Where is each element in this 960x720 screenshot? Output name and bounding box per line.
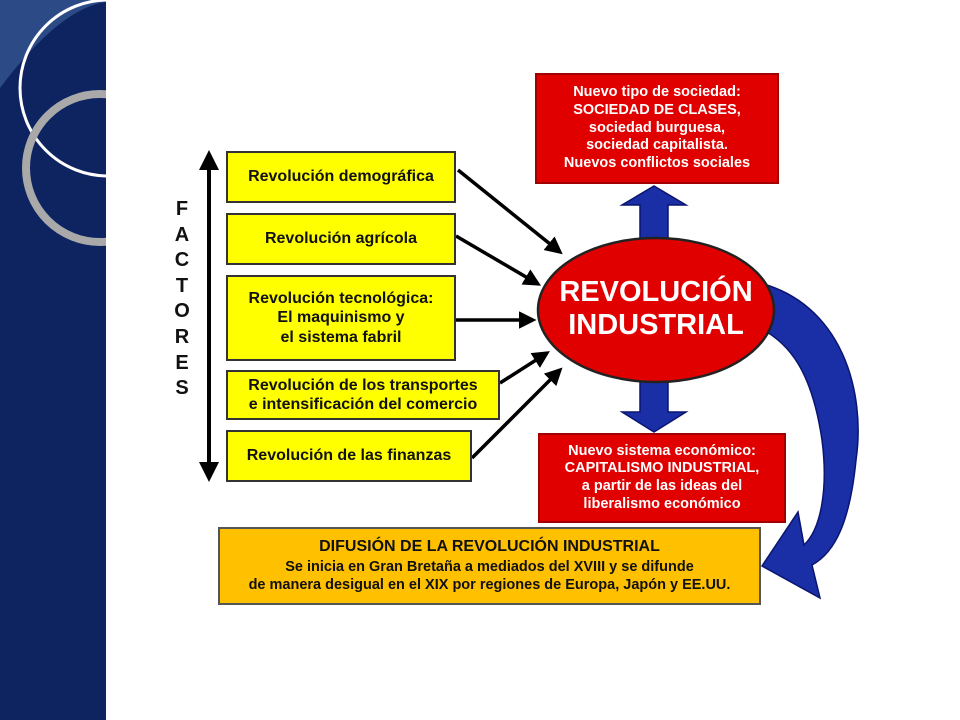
core-revolucion-industrial: REVOLUCIÓN INDUSTRIAL [538,238,774,380]
factores-letter: T [175,274,189,297]
factores-letter: O [174,300,190,323]
factores-letter: R [174,325,190,348]
factores-letter: S [175,377,189,400]
sidebar-corner-shape [0,0,106,88]
economy-text-line: liberalismo económico [583,495,741,512]
factores-arrow-down-head [199,462,219,482]
factor-text-line: Revolución agrícola [264,230,418,248]
economy-text-line: Nuevo sistema económico: [568,442,756,459]
factor-box-transportes: Revolución de los transportes e intensif… [226,370,500,420]
economy-text-line: a partir de las ideas del [581,478,743,494]
factores-letter: E [175,351,189,374]
arrow-transportes-to-core [499,351,550,385]
sidebar-white-ring [18,0,106,178]
factores-letter: F [175,198,189,220]
diffusion-text-line: Se inicia en Gran Bretaña a mediados del… [285,558,694,575]
result-box-economy: Nuevo sistema económico: CAPITALISMO IND… [538,433,786,523]
diffusion-box: DIFUSIÓN DE LA REVOLUCIÓN INDUSTRIAL Se … [218,527,761,605]
factor-text-line: Revolución demográfica [248,168,434,186]
factor-box-finanzas: Revolución de las finanzas [226,430,472,482]
sidebar-circles-graphic [0,0,106,246]
factores-vertical-label: F A C T O R E S [172,197,192,402]
factor-text-line: el sistema fabril [280,328,402,346]
factor-text-line: e intensificación del comercio [248,396,478,413]
result-box-society: Nuevo tipo de sociedad: SOCIEDAD DE CLAS… [535,73,779,184]
core-text-line: INDUSTRIAL [568,309,744,341]
factor-box-agricola: Revolución agrícola [226,213,456,265]
society-text-line: sociedad burguesa, [588,119,726,136]
factores-letter: A [174,223,190,246]
factores-arrow-up-head [199,150,219,170]
core-ellipse [536,236,776,384]
economy-text-line: CAPITALISMO INDUSTRIAL, [564,460,760,477]
society-text-line: sociedad capitalista. [586,137,728,154]
factores-letter: C [174,249,190,272]
blue-arrow-down [619,379,689,433]
arrow-demografica-to-core [456,168,563,255]
diffusion-title: DIFUSIÓN DE LA REVOLUCIÓN INDUSTRIAL [319,537,660,555]
curved-blue-arrow-to-diffusion [755,281,859,600]
factor-text-line: Revolución tecnológica: [248,290,434,308]
factor-text-line: Revolución de los transportes [248,376,478,394]
arrow-agricola-to-core [455,234,542,286]
arrow-finanzas-to-core [470,367,563,460]
blue-arrow-up [619,185,689,241]
society-text-line: Nuevo tipo de sociedad: [573,84,741,101]
factor-text-line: El maquinismo y [277,309,405,327]
core-text-line: REVOLUCIÓN [559,275,753,308]
factor-box-demografica: Revolución demográfica [226,151,456,203]
society-text-line: Nuevos conflictos sociales [563,155,751,172]
society-text-line: SOCIEDAD DE CLASES, [573,101,741,118]
decorative-sidebar [0,0,106,720]
sidebar-gray-ring [22,90,106,246]
diffusion-text-line: de manera desigual en el XIX por regione… [248,577,731,594]
factor-box-tecnologica: Revolución tecnológica: El maquinismo y … [226,275,456,361]
factor-text-line: Revolución de las finanzas [246,447,452,465]
